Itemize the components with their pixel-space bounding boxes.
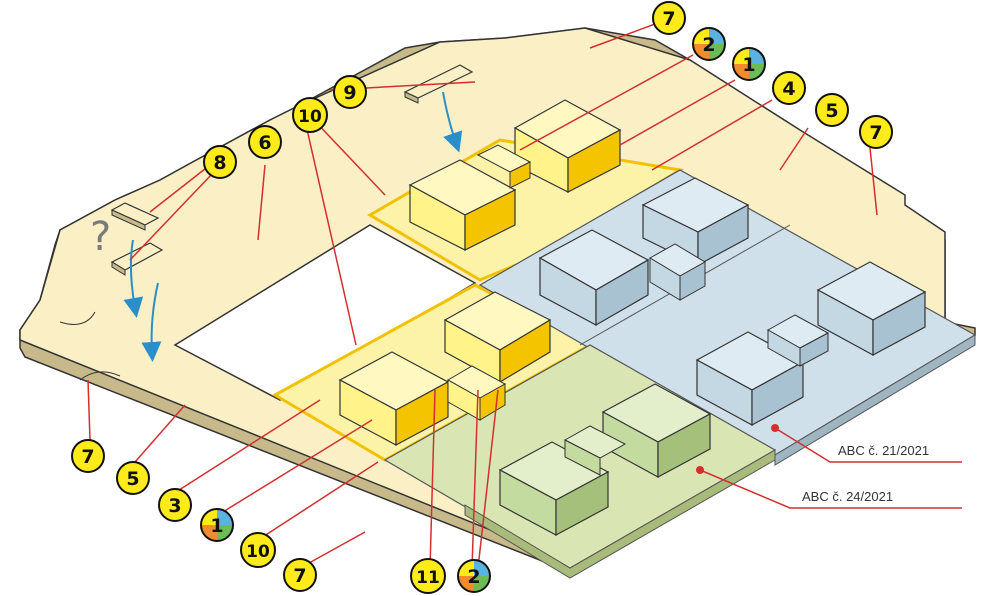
svg-text:1: 1 xyxy=(210,515,223,537)
badge-8: 8 xyxy=(203,145,237,179)
blue-connector xyxy=(649,243,706,301)
marker-dot xyxy=(696,466,704,474)
leader-line xyxy=(129,173,213,261)
badge-2: 2 xyxy=(692,27,726,61)
leader-line xyxy=(519,54,694,151)
svg-text:10: 10 xyxy=(298,107,322,127)
badge-11: 11 xyxy=(410,558,446,594)
svg-text:6: 6 xyxy=(258,132,271,154)
svg-text:5: 5 xyxy=(126,468,139,490)
yellow-volume xyxy=(513,99,622,193)
leader-line xyxy=(651,99,773,171)
floating-slab xyxy=(110,202,160,231)
leader-line xyxy=(134,404,186,463)
badge-7: 7 xyxy=(859,115,893,149)
badge-1: 1 xyxy=(200,508,234,542)
leader-line xyxy=(305,124,357,346)
blue-zone-edge xyxy=(774,334,976,466)
leader-line xyxy=(471,389,479,569)
svg-text:2: 2 xyxy=(467,566,480,588)
svg-text:10: 10 xyxy=(246,542,270,562)
yellow-volume xyxy=(408,159,517,251)
svg-text:8: 8 xyxy=(213,152,226,174)
entrance-arc xyxy=(59,311,96,325)
badge-10: 10 xyxy=(292,97,328,133)
svg-text:7: 7 xyxy=(662,8,675,30)
blue-connector xyxy=(766,314,830,367)
yellow-volume xyxy=(443,291,552,384)
svg-text:7: 7 xyxy=(293,565,306,587)
green-zone-edge xyxy=(464,449,776,579)
question-mark: ? xyxy=(90,214,111,260)
blue-volume xyxy=(695,331,805,427)
badge-1: 1 xyxy=(732,47,766,81)
arrow-icon xyxy=(123,239,144,318)
badge-7: 7 xyxy=(652,1,686,35)
leader-line xyxy=(619,79,736,146)
floating-slab xyxy=(110,242,164,276)
leader-line xyxy=(774,427,962,463)
blue-volume xyxy=(538,229,650,327)
leader-line xyxy=(87,379,91,441)
blue-volume xyxy=(816,261,927,357)
yellow-connector xyxy=(476,144,532,189)
leader-line xyxy=(311,117,386,196)
annotation-abc-21: ABC č. 21/2021 xyxy=(838,443,929,458)
movement-arrows xyxy=(123,91,463,362)
svg-text:7: 7 xyxy=(869,122,882,144)
badges: 7 2 1 4 5 7 xyxy=(71,1,893,594)
leader-line xyxy=(699,469,962,509)
svg-text:11: 11 xyxy=(416,568,440,588)
svg-text:5: 5 xyxy=(825,100,838,122)
badge-6: 6 xyxy=(248,125,282,159)
leader-lines xyxy=(87,23,962,569)
green-connector xyxy=(563,425,627,476)
annotation-abc-24: ABC č. 24/2021 xyxy=(802,489,893,504)
arrow-icon xyxy=(442,91,463,153)
leader-line xyxy=(175,399,321,493)
svg-text:1: 1 xyxy=(742,54,755,76)
green-volume xyxy=(601,383,712,479)
badge-7: 7 xyxy=(71,439,105,473)
green-volume xyxy=(498,441,610,537)
badge-5: 5 xyxy=(116,461,150,495)
entrance-arc xyxy=(79,371,121,381)
svg-text:9: 9 xyxy=(343,82,356,104)
leader-line xyxy=(477,389,499,569)
leader-line xyxy=(217,419,373,516)
leader-line xyxy=(869,147,878,216)
courtyard-void xyxy=(173,224,477,401)
leader-line xyxy=(257,461,379,541)
leader-line xyxy=(149,164,211,213)
svg-text:7: 7 xyxy=(81,446,94,468)
leader-line xyxy=(429,389,436,569)
arrow-icon xyxy=(141,282,162,362)
badge-3: 3 xyxy=(158,488,192,522)
badge-2: 2 xyxy=(457,559,491,593)
svg-text:2: 2 xyxy=(702,34,715,56)
svg-text:4: 4 xyxy=(782,78,795,100)
yellow-connector xyxy=(446,365,507,421)
svg-text:3: 3 xyxy=(168,495,181,517)
leader-line xyxy=(257,164,266,241)
leader-line xyxy=(779,127,809,171)
badge-10: 10 xyxy=(240,532,276,568)
badge-4: 4 xyxy=(772,71,806,105)
marker-dot xyxy=(771,424,779,432)
floating-slab xyxy=(403,64,474,104)
badge-9: 9 xyxy=(333,75,367,109)
leader-line xyxy=(589,23,656,49)
badge-5: 5 xyxy=(815,93,849,127)
badge-7: 7 xyxy=(283,558,317,592)
